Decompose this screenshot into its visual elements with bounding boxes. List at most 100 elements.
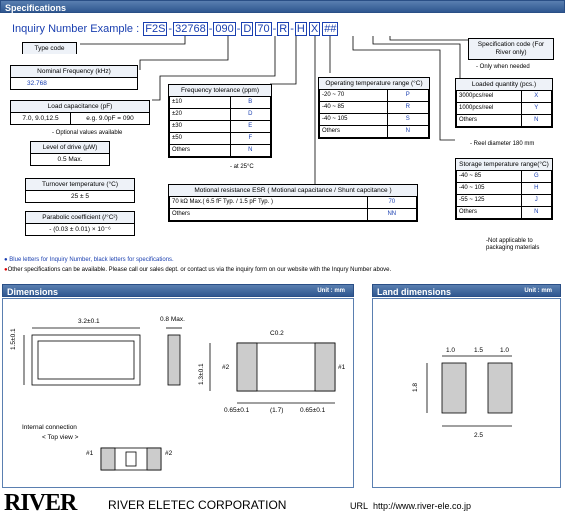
parabolic-value: - (0.03 ± 0.01) × 10⁻⁶ xyxy=(49,226,111,233)
spec-cell: Others xyxy=(456,206,522,219)
spec-cell: Others xyxy=(169,208,368,221)
nominal-frequency-label: Nominal Frequency (kHz) xyxy=(11,66,137,78)
specification-code-note: - Only when needed xyxy=(476,64,530,70)
spec-cell: -40 ~ 105 xyxy=(456,182,522,195)
dim-pad-left-label: 0.65±0.1 xyxy=(224,407,250,414)
parabolic-label: Parabolic coefficient (/°C²) xyxy=(26,212,134,224)
url-link[interactable]: http://www.river-ele.co.jp xyxy=(373,501,472,511)
inquiry-part: D xyxy=(241,22,254,36)
blue-note: ● Blue letters for Inquiry Number, black… xyxy=(4,257,174,263)
internal-connection-label: Internal connection xyxy=(22,424,77,431)
code-cell: Y xyxy=(520,102,553,115)
turnover-label: Turnover temperature (°C) xyxy=(26,179,134,191)
spec-cell: ±20 xyxy=(169,108,231,121)
code-cell: F xyxy=(229,132,272,145)
land-panel xyxy=(372,298,561,488)
blue-note-text: Blue letters for Inquiry Number, black l… xyxy=(9,257,174,263)
spec-cell: 1000pcs/reel xyxy=(456,102,522,115)
inquiry-part: H xyxy=(294,22,307,36)
operating-temperature-title: Operating temperature range (°C) xyxy=(319,78,429,89)
inquiry-part: F2S xyxy=(143,22,168,36)
type-code-box: Type code xyxy=(22,42,77,54)
load-capacitance-box: Load capacitance (pF) 7.0, 9.0,12.5 e.g.… xyxy=(10,100,150,125)
esr-table: Motional resistance ESR ( Motional capac… xyxy=(168,184,418,222)
inquiry-part: 70 xyxy=(255,22,272,36)
code-cell: NN xyxy=(366,208,418,221)
land-drawing xyxy=(426,355,513,427)
pad-1-label: #1 xyxy=(338,364,346,371)
specification-code-box: Specification code (For River only) xyxy=(468,38,554,60)
load-capacitance-label: Load capacitance (pF) xyxy=(11,101,149,113)
inquiry-part: X xyxy=(308,22,321,36)
code-cell: N xyxy=(520,114,553,127)
land-gap-label: 1.5 xyxy=(474,347,484,354)
footer-url[interactable]: URL http://www.river-ele.co.jp xyxy=(350,501,471,511)
code-cell: N xyxy=(229,144,272,157)
turnover-box: Turnover temperature (°C) 25 ± 5 xyxy=(25,178,135,203)
code-cell: G xyxy=(520,170,553,183)
spec-cell: -20 ~ 70 xyxy=(319,89,388,102)
land-total-width-label: 2.5 xyxy=(474,432,484,439)
land-height-label: 1.8 xyxy=(412,382,419,392)
code-cell: X xyxy=(520,90,553,103)
loaded-quantity-note: - Reel diameter 180 mm xyxy=(470,141,535,147)
storage-temperature-note: -Not applicable to xyxy=(486,238,533,244)
parabolic-box: Parabolic coefficient (/°C²) - (0.03 ± 0… xyxy=(25,211,135,236)
esr-title: Motional resistance ESR ( Motional capac… xyxy=(169,185,417,196)
turnover-value: 25 ± 5 xyxy=(70,193,90,200)
dimensions-title: Dimensions xyxy=(7,287,59,297)
internal-pad-1-label: #1 xyxy=(86,450,94,457)
code-cell: D xyxy=(229,108,272,121)
code-cell: R xyxy=(386,101,430,114)
code-cell: E xyxy=(229,120,272,133)
inquiry-part: R xyxy=(277,22,290,36)
spec-cell: ±10 xyxy=(169,96,231,109)
company-name: RIVER ELETEC CORPORATION xyxy=(108,498,287,512)
code-cell: B xyxy=(229,96,272,109)
chamfer-label: C0.2 xyxy=(270,330,284,337)
spec-cell: -40 ~ 85 xyxy=(319,101,388,114)
dim-gap-label: (1.7) xyxy=(270,407,284,414)
inquiry-part: 090 xyxy=(213,22,236,36)
load-capacitance-values: 7.0, 9.0,12.5 xyxy=(11,113,71,124)
spec-cell: Others xyxy=(456,114,522,127)
inquiry-part: ## xyxy=(322,22,339,36)
inquiry-line: Inquiry Number Example : F2S-32768-090-D… xyxy=(12,22,339,36)
url-label: URL xyxy=(350,501,369,511)
drive-level-value: 0.5 Max. xyxy=(57,156,83,163)
spec-cell: -55 ~ 125 xyxy=(456,194,522,207)
code-cell: H xyxy=(520,182,553,195)
land-title: Land dimensions xyxy=(377,287,452,297)
code-cell: 70 xyxy=(366,196,418,209)
spec-cell: -40 ~ 85 xyxy=(456,170,522,183)
red-note: ●Other specifications can be available. … xyxy=(4,267,392,273)
red-note-text: Other specifications can be available. P… xyxy=(7,267,392,273)
header-title: Specifications xyxy=(5,3,67,13)
spec-cell: ±50 xyxy=(169,132,231,145)
top-view-label: < Top view > xyxy=(42,434,79,441)
dim-width-label: 1.5±0.1 xyxy=(10,328,17,350)
dimensions-drawing xyxy=(23,327,336,471)
pad-2-label: #2 xyxy=(222,364,230,371)
land-pad-width-label: 1.0 xyxy=(446,347,456,354)
specification-code-label: Specification code (For River only) xyxy=(477,41,545,56)
dim-pad-height-label: 1.3±0.1 xyxy=(198,363,205,385)
operating-temperature-table: Operating temperature range (°C) -20 ~ 7… xyxy=(318,77,430,139)
